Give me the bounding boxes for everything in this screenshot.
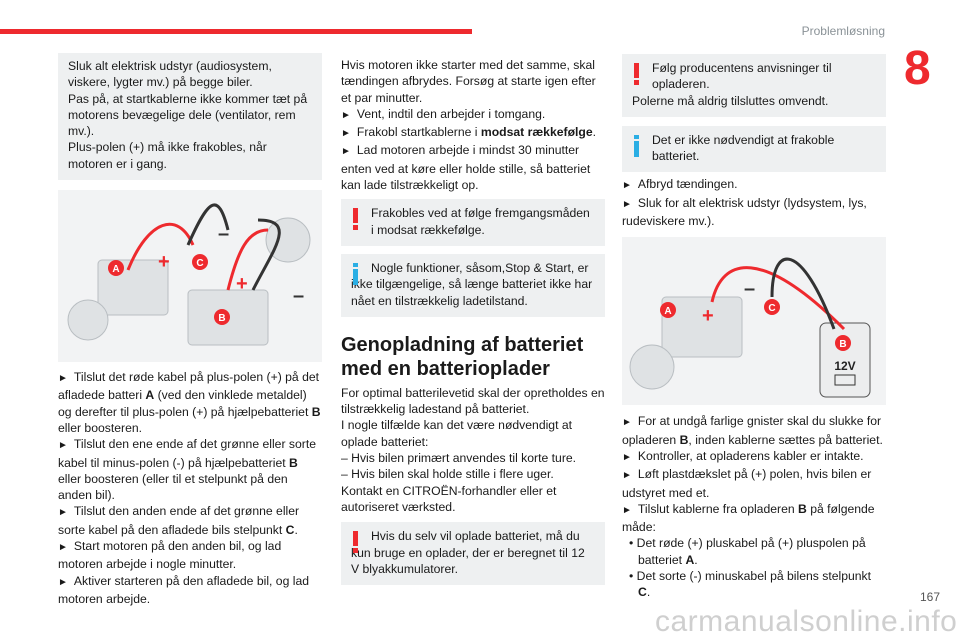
step: ►Afbryd tændingen. (622, 177, 738, 192)
bullet-item: • Det sorte (-) minuskabel på bilens ste… (629, 569, 872, 600)
warning-text: Pas på, at startkablerne ikke kommer tæt… (68, 91, 308, 139)
step: ►Aktiver starteren på den afladede bil, … (58, 573, 310, 606)
step: ►Start motoren på den anden bil, og lad … (58, 539, 282, 572)
minus-sign-icon: – (218, 223, 229, 245)
steps: ►Tilslut det røde kabel på plus-polen (+… (58, 369, 322, 607)
step: ►Lad motoren arbejde i mindst 30 minutte… (341, 143, 591, 193)
warning-text: Plus-polen (+) må ikke frakobles, når mo… (68, 140, 267, 171)
label-a: A (112, 264, 119, 275)
paragraph: Kontakt en CITROËN-forhandler eller et a… (341, 483, 557, 514)
step: ►Tilslut den anden ende af det grønne el… (58, 504, 300, 537)
step: ►Kontroller, at opladerens kabler er int… (622, 448, 864, 463)
steps: ►For at undgå farlige gnister skal du sl… (622, 413, 886, 600)
section-title: Problemløsning (801, 24, 885, 38)
paragraph: I nogle tilfælde kan det være nødvendigt… (341, 418, 573, 449)
header-accent-bar (0, 29, 472, 34)
step: ►Tilslut det røde kabel på plus-polen (+… (58, 370, 321, 435)
plus-sign-icon: + (702, 305, 714, 327)
warning-text: Sluk alt elektrisk udstyr (audiosystem, … (68, 59, 272, 90)
label-c: C (196, 258, 203, 269)
jumpstart-illustration: + + – – A C B (58, 190, 322, 363)
step: ►Vent, indtil den arbejder i tomgang. (341, 106, 546, 121)
info-icon (632, 134, 640, 157)
info-box: Det er ikke nødvendigt at frakoble batte… (622, 125, 886, 173)
minus-sign-icon: – (744, 278, 755, 300)
bullet-item: • Det røde (+) pluskabel på (+) pluspole… (629, 536, 866, 567)
dash-item: – Hvis bilen skal holde stille i flere u… (341, 467, 554, 482)
paragraph: For optimal batterilevetid skal der opre… (341, 385, 605, 417)
page-number: 167 (919, 590, 940, 604)
warning-icon (351, 208, 359, 231)
label-c: C (768, 303, 775, 314)
left-column: Sluk alt elektrisk udstyr (audiosystem, … (58, 53, 322, 607)
step: ►Frakobl startkablerne i modsat rækkeføl… (341, 125, 597, 140)
section-heading: Genopladning af batteriet med en batteri… (341, 333, 584, 380)
step: ►Tilslut den ene ende af det grønne elle… (58, 437, 316, 503)
step: ►Sluk for alt elektrisk udstyr (lydsyste… (622, 195, 867, 229)
warning-box: Hvis du selv vil oplade batteriet, må du… (341, 522, 605, 586)
right-column: Følg producentens anvisninger til oplade… (622, 54, 886, 601)
minus-sign-icon: – (293, 285, 304, 307)
warning-icon (351, 531, 359, 554)
step: ►Løft plastdækslet på (+) polen, hvis bi… (622, 467, 872, 500)
dash-item: – Hvis bilen primært anvendes til korte … (341, 451, 577, 466)
plus-sign-icon: + (236, 273, 248, 295)
warning-icon (632, 63, 640, 85)
step: ►Tilslut kablerne fra opladeren B på føl… (622, 501, 875, 535)
info-box: Nogle funktioner, såsom,Stop & Start, er… (341, 253, 605, 317)
plus-sign-icon: + (158, 251, 170, 273)
charger-voltage-label: 12V (834, 359, 855, 373)
paragraph: Hvis motoren ikke starter med det samme,… (341, 58, 596, 105)
info-icon (351, 262, 359, 285)
chapter-number: 8 (904, 42, 931, 95)
charger-illustration: 12V + – A C B (622, 237, 886, 406)
label-b: B (218, 313, 225, 324)
label-b: B (839, 339, 846, 350)
label-a: A (664, 306, 671, 317)
warning-box: Frakobles ved at følge fremgangsmåden i … (341, 199, 605, 246)
warning-box: Sluk alt elektrisk udstyr (audiosystem, … (58, 53, 322, 181)
step: ►For at undgå farlige gnister skal du sl… (622, 414, 883, 447)
middle-column: Hvis motoren ikke starter med det samme,… (341, 57, 605, 586)
warning-box: Følg producentens anvisninger til oplade… (622, 54, 886, 117)
watermark: carmanualsonline.info (655, 605, 958, 638)
